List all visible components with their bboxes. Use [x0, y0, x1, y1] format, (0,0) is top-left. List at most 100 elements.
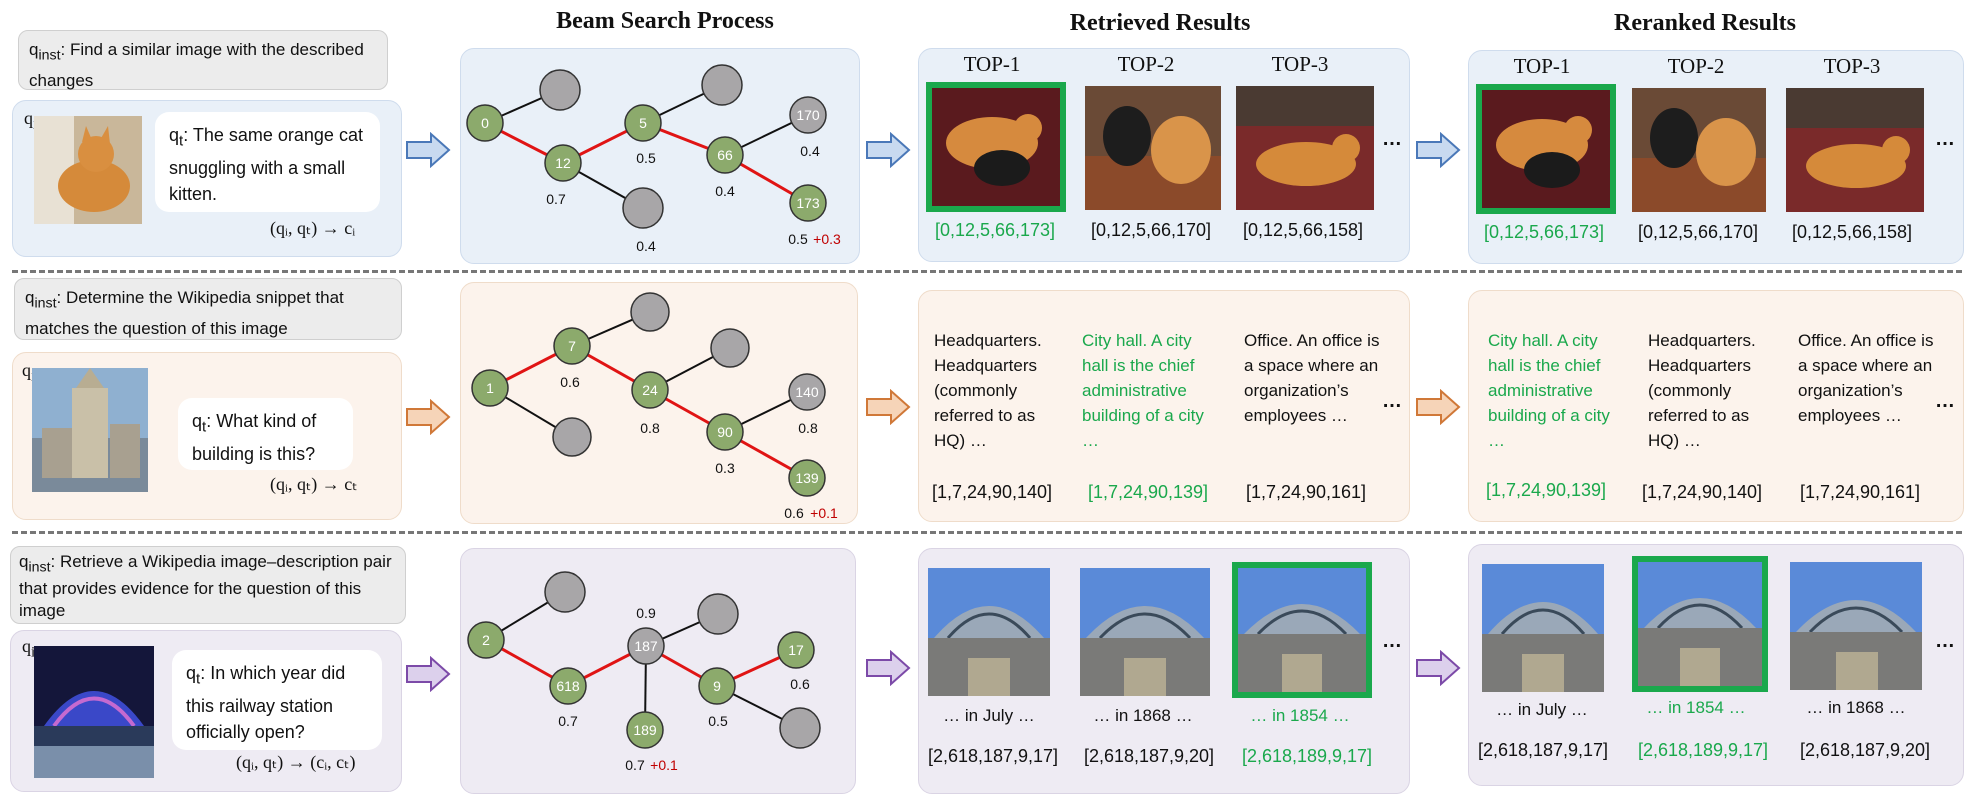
beam-node-label: 2 — [482, 632, 490, 648]
beam-node-label: 618 — [556, 678, 580, 694]
caption-1868: … in 1868 … — [1806, 698, 1906, 717]
retrieved-index: [1,7,24,90,140] — [931, 482, 1053, 502]
beam-node-label: 24 — [642, 382, 658, 398]
header-reranked: Reranked Results — [1613, 10, 1796, 36]
retrieved-index: [0,12,5,66,170] — [1090, 220, 1212, 240]
top-label: TOP-3 — [1271, 52, 1329, 76]
query-text-bubble-2: qt: What kind of building is this? — [178, 398, 353, 470]
beam-node-label: 90 — [717, 424, 733, 440]
beam-node-label: 66 — [717, 147, 733, 163]
query-image-cityhall — [30, 366, 150, 494]
beam-node — [539, 69, 581, 111]
query-instruction-3: qinst: Retrieve a Wikipedia image–descri… — [10, 546, 406, 624]
result-image-cats-couch — [1083, 84, 1223, 212]
arrow-right-icon — [406, 656, 451, 692]
reranked-index: [1,7,24,90,139] — [1485, 480, 1607, 500]
retrieved-index: [1,7,24,90,139] — [1087, 482, 1209, 502]
beam-node — [622, 187, 664, 229]
reranked-image-cats-kitten — [1476, 84, 1616, 214]
reranked-index: [2,618,187,9,17] — [1477, 740, 1609, 760]
retrieved-panel-2 — [918, 290, 1410, 522]
beam-tree-2: 1 7 24 90 140 139 0.6 0.8 0.8 0.3 0.6 +0… — [471, 292, 838, 521]
query-image-cat — [32, 114, 144, 226]
beam-node — [544, 571, 586, 613]
more-ellipsis: … — [1935, 128, 1955, 150]
arrow-right-icon — [1416, 132, 1461, 168]
query-text-bubble-1: qt: The same orange cat snuggling with a… — [155, 112, 380, 212]
beam-prob: 0.6 — [560, 374, 580, 390]
beam-node — [552, 417, 592, 457]
beam-tree-1: 0 12 5 66 170 173 0.7 0.5 0.4 0.4 0.4 0.… — [466, 64, 841, 254]
header-retrieved: Retrieved Results — [1069, 10, 1251, 36]
arrow-right-icon — [406, 132, 451, 168]
header-beam-search: Beam Search Process — [556, 8, 774, 34]
beam-prob: 0.4 — [800, 143, 820, 159]
beam-node-label: 189 — [633, 722, 657, 738]
beam-panel-3 — [460, 548, 856, 794]
beam-node — [788, 459, 826, 497]
reranked-index: [2,618,189,9,17] — [1637, 740, 1769, 760]
beam-node — [789, 96, 827, 134]
arrow-right-icon — [1416, 389, 1461, 425]
result-image-cats-kitten — [926, 82, 1066, 212]
more-ellipsis: … — [1935, 390, 1955, 412]
beam-panel-1 — [460, 48, 860, 264]
caption-1854: … in 1854 … — [1646, 698, 1746, 717]
row-divider — [12, 531, 1962, 534]
qi-label-3: qi — [22, 636, 36, 661]
beam-node — [627, 627, 665, 665]
formula-2: (qᵢ, qₜ) → cₜ — [270, 474, 358, 494]
beam-node-label: 7 — [568, 338, 576, 354]
retrieved-index: [0,12,5,66,173] — [934, 220, 1056, 240]
query-instruction-2: qinst: Determine the Wikipedia snippet t… — [14, 278, 402, 340]
beam-node — [467, 621, 505, 659]
beam-node-label: 139 — [795, 470, 819, 486]
beam-bonus: +0.3 — [813, 231, 841, 247]
beam-node — [710, 328, 750, 368]
beam-node — [788, 373, 826, 411]
result-image-station-1868 — [1078, 566, 1212, 698]
more-ellipsis: … — [1382, 128, 1402, 150]
beam-node-label: 140 — [795, 384, 819, 400]
retrieved-index: [2,618,187,9,20] — [1083, 746, 1215, 766]
beam-bonus: +0.1 — [650, 757, 678, 773]
beam-node-label: 173 — [796, 195, 820, 211]
snippet-office: Office. An office is a space where an or… — [1798, 331, 1934, 425]
beam-node-label: 12 — [555, 155, 571, 171]
beam-prob: 0.8 — [798, 420, 818, 436]
beam-node — [630, 292, 670, 332]
reranked-index: [1,7,24,90,161] — [1799, 482, 1921, 502]
beam-prob: 0.3 — [715, 460, 735, 476]
result-image-cat-chair — [1234, 84, 1376, 212]
beam-node — [631, 371, 669, 409]
reranked-image-cats-couch — [1630, 86, 1768, 214]
formula-1: (qᵢ, qₜ) → cᵢ — [270, 218, 356, 238]
beam-node — [701, 64, 743, 106]
beam-node-label: 5 — [639, 115, 647, 131]
beam-prob: 0.4 — [715, 183, 735, 199]
top-label: TOP-2 — [1117, 52, 1175, 76]
beam-prob: 0.4 — [636, 238, 656, 254]
reranked-image-station-july — [1480, 562, 1606, 694]
beam-node — [706, 413, 744, 451]
beam-final-prob: 0.7 — [625, 757, 645, 773]
beam-node — [553, 327, 591, 365]
row-divider — [12, 270, 1962, 273]
reranked-index: [1,7,24,90,140] — [1641, 482, 1763, 502]
result-image-station-july — [926, 566, 1052, 698]
arrow-right-icon — [406, 399, 451, 435]
more-ellipsis: … — [1382, 630, 1402, 652]
beam-final-prob: 0.5 — [788, 231, 808, 247]
beam-prob: 0.7 — [546, 191, 566, 207]
beam-prob: 0.9 — [636, 605, 656, 621]
reranked-index: [0,12,5,66,158] — [1791, 222, 1913, 242]
more-ellipsis: … — [1382, 390, 1402, 412]
caption-1868: … in 1868 … — [1093, 706, 1193, 725]
beam-prob: 0.8 — [640, 420, 660, 436]
formula-3: (qᵢ, qₜ) → (cᵢ, cₜ) — [236, 752, 356, 772]
query-text-bubble-3: qt: In which year did this railway stati… — [172, 650, 382, 750]
retrieved-index: [2,618,187,9,17] — [927, 746, 1059, 766]
beam-node-label: 17 — [788, 642, 804, 658]
arrow-right-icon — [866, 132, 911, 168]
arrow-right-icon — [866, 650, 911, 686]
